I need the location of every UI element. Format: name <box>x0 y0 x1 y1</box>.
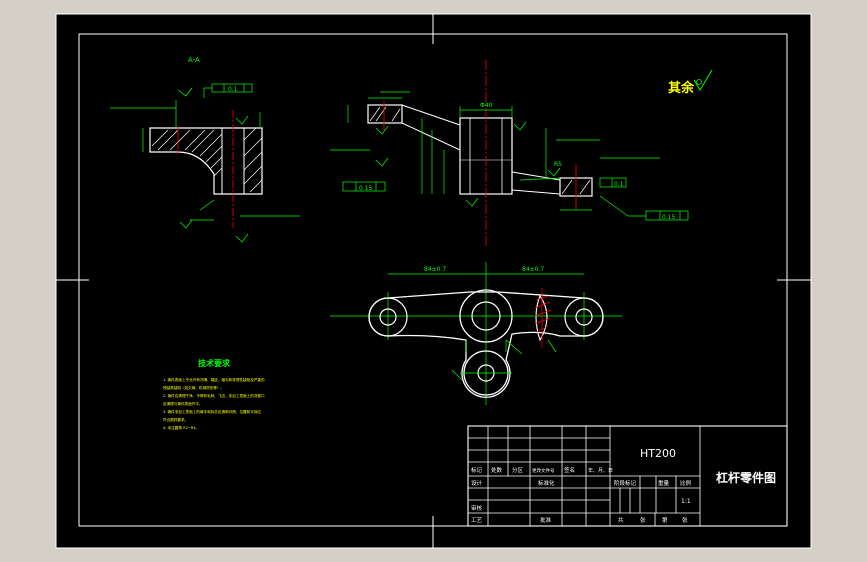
zone-marks <box>56 14 811 548</box>
tech-line: 3. 铸件非加工表面上的铸字和标志应清晰可辨，位置和字体应 <box>163 409 261 414</box>
sheet-no-label: 第 <box>662 516 668 524</box>
section-hatch <box>151 127 263 193</box>
scale-header: 比例 <box>680 479 692 487</box>
sheet-no-unit: 张 <box>682 516 688 524</box>
sheet-total-unit: 张 <box>640 516 646 524</box>
hdr-file: 更改文件号 <box>532 467 555 474</box>
gdt-value-3: 0.1 <box>614 181 624 188</box>
section-aa-view: A-A <box>110 56 300 243</box>
right-boss <box>564 297 604 337</box>
tech-line: 符合图样要求。 <box>163 417 188 422</box>
rest-finish-label: 其余 <box>668 80 695 96</box>
right-hole <box>575 308 593 326</box>
tech-line: 4. 未注圆角 R2~R4。 <box>163 425 199 430</box>
gdt-value-1: 0.1 <box>228 86 238 93</box>
gdt-value-2: 0.15 <box>359 185 373 192</box>
title-block: HT200 杠杆零件图 标记 处数 分区 更改文件号 签名 年、月、日 设计 审… <box>467 425 788 527</box>
material: HT200 <box>640 447 676 460</box>
tech-line: 1. 铸件表面上不允许有冷隔、裂纹、缩孔和穿透性缺陷及严重的 <box>163 377 265 382</box>
hdr-zone: 分区 <box>512 466 524 474</box>
row-standard: 标准化 <box>538 479 555 487</box>
technical-requirements: 技术要求 1. 铸件表面上不允许有冷隔、裂纹、缩孔和穿透性缺陷及严重的 残缺类缺… <box>163 358 265 430</box>
part-name: 杠杆零件图 <box>716 470 776 485</box>
surface-finish-note: 其余 <box>668 69 713 96</box>
scale-value: 1:1 <box>681 498 691 505</box>
left-lug-front <box>367 104 403 124</box>
hub-diameter: Φ40 <box>480 102 493 109</box>
row-approve: 批准 <box>540 516 552 524</box>
tech-line: 2. 铸件应清理干净，不得有毛刺、飞边，非加工表面上的浇冒口 <box>163 393 265 398</box>
hdr-mark: 标记 <box>471 466 483 474</box>
sheet-total-label: 共 <box>618 516 624 524</box>
center-boss <box>459 289 513 343</box>
right-span-dim: 84±0.7 <box>522 266 544 273</box>
drawing-sheet <box>55 13 812 549</box>
left-boss <box>368 297 408 337</box>
top-view: 84±0.7 84±0.7 <box>330 262 622 405</box>
hdr-date: 年、月、日 <box>588 467 613 474</box>
tech-line: 应清理与铸件表面齐平。 <box>163 401 203 406</box>
revolved-section <box>535 294 548 342</box>
hdr-count: 处数 <box>491 466 503 474</box>
gdt-frame-2 <box>342 181 386 192</box>
center-hole <box>471 301 501 331</box>
row-review: 审核 <box>471 504 483 512</box>
gdt-frame-4 <box>645 210 689 221</box>
left-hole <box>379 308 397 326</box>
tech-line: 残缺类缺陷（如欠铸、机械损伤等）。 <box>163 385 224 390</box>
section-label: A-A <box>188 56 200 64</box>
weight-header: 重量 <box>658 479 670 487</box>
row-design: 设计 <box>471 479 483 487</box>
row-process: 工艺 <box>471 517 483 524</box>
hdr-sign: 签名 <box>564 466 575 474</box>
tech-title: 技术要求 <box>198 358 231 368</box>
front-view: Φ40 R5 0.15 0.1 0.15 <box>330 60 689 248</box>
small-radius: R5 <box>554 161 562 168</box>
stage-header: 阶段标记 <box>614 479 637 487</box>
left-span-dim: 84±0.7 <box>424 266 446 273</box>
gdt-value-4: 0.15 <box>662 214 676 221</box>
gdt-frame-3 <box>599 177 627 188</box>
